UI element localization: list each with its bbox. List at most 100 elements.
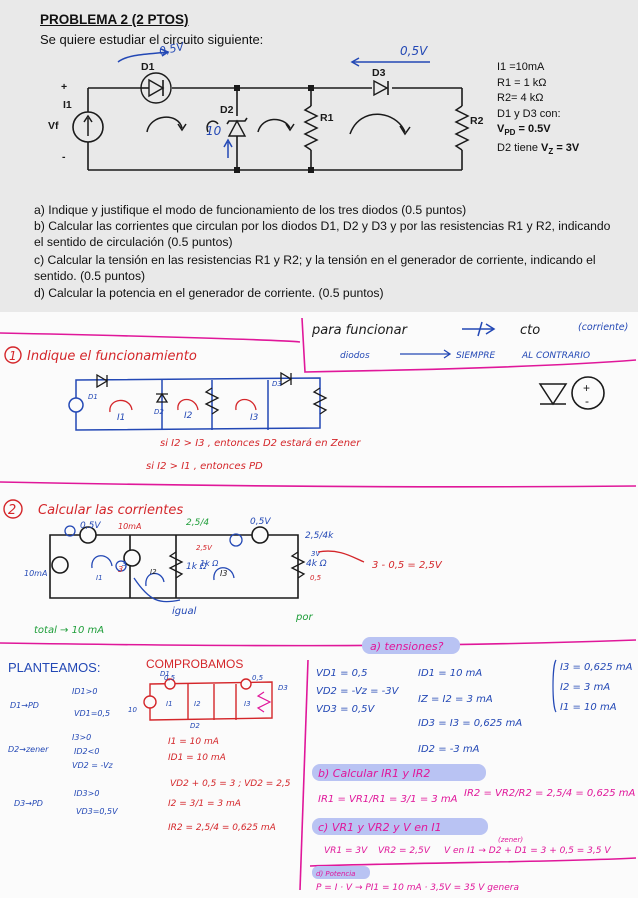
svg-text:I1: I1 bbox=[96, 574, 103, 582]
zener-d2-icon bbox=[226, 117, 248, 137]
diode-symbol-icon bbox=[538, 383, 568, 406]
hand-v05-d1: 0,5V bbox=[158, 40, 187, 58]
svg-text:I2: I2 bbox=[150, 568, 157, 576]
svg-text:VD1 = 0,5: VD1 = 0,5 bbox=[316, 668, 368, 679]
svg-text:1k Ω: 1k Ω bbox=[200, 559, 219, 568]
resistor-r1-icon bbox=[303, 105, 319, 151]
note-top-right: para funcionar cto (corriente) diodos SI… bbox=[311, 321, 628, 410]
svg-text:+: + bbox=[583, 381, 590, 395]
svg-text:diodos: diodos bbox=[340, 351, 370, 361]
svg-text:D2→zener: D2→zener bbox=[8, 745, 49, 754]
svg-text:P = I · V → PI1 = 10 mA · 3,5: P = I · V → PI1 = 10 mA · 3,5V = 35 V ge… bbox=[316, 883, 519, 893]
svg-text:I3: I3 bbox=[220, 569, 227, 578]
svg-text:-: - bbox=[585, 394, 589, 408]
question-b-cont: el sentido de circulación (0.5 puntos) bbox=[34, 235, 233, 249]
svg-text:D1→PD: D1→PD bbox=[10, 701, 39, 710]
circuit-diagram: 0,5V 0,5V 10 D1 D3 D2 R1 R2 I1 Vf + - bbox=[48, 40, 484, 173]
svg-text:SIEMPRE: SIEMPRE bbox=[456, 351, 495, 361]
label-vf: Vf bbox=[48, 120, 59, 132]
svg-text:2,5/4k: 2,5/4k bbox=[305, 531, 334, 541]
svg-text:total → 10 mA: total → 10 mA bbox=[34, 625, 104, 636]
svg-text:para funcionar: para funcionar bbox=[311, 323, 409, 338]
svg-text:D1: D1 bbox=[160, 670, 170, 678]
svg-text:VD3=0,5V: VD3=0,5V bbox=[76, 807, 118, 816]
question-d: d) Calcular la potencia en el generador … bbox=[34, 286, 384, 300]
svg-text:Calcular las corrientes: Calcular las corrientes bbox=[38, 503, 183, 518]
svg-text:I1 = 10 mA: I1 = 10 mA bbox=[560, 702, 617, 713]
separator-1 bbox=[0, 481, 637, 488]
question-b: b) Calcular las corrientes que circulan … bbox=[34, 219, 611, 233]
section2-circuit bbox=[49, 526, 299, 599]
svg-text:3: 3 bbox=[122, 560, 126, 568]
problem-title: PROBLEMA 2 (2 PTOS) bbox=[40, 12, 189, 27]
svg-text:I3 = 0,625 mA: I3 = 0,625 mA bbox=[560, 662, 633, 673]
svg-text:VD2 = -Vz: VD2 = -Vz bbox=[72, 761, 114, 770]
svg-text:I1: I1 bbox=[166, 700, 173, 708]
svg-text:(zener): (zener) bbox=[498, 836, 523, 844]
svg-text:PLANTEAMOS:: PLANTEAMOS: bbox=[8, 660, 100, 675]
separator-top bbox=[0, 332, 301, 343]
svg-text:V en I1 → D2 + D1 = 3 + 0,5 =: V en I1 → D2 + D1 = 3 + 0,5 = 3,5 V bbox=[444, 846, 611, 856]
box-top-right bbox=[301, 317, 637, 373]
question-c-cont: sentido. (0.5 puntos) bbox=[34, 269, 146, 283]
label-r1: R1 bbox=[320, 112, 334, 124]
param-r2: R2= 4 kΩ bbox=[497, 92, 544, 104]
section-tensiones: a) tensiones? VD1 = 0,5 VD2 = -Vz = -3V … bbox=[316, 637, 633, 755]
label-minus: - bbox=[62, 151, 66, 163]
comprobamos: COMPROBAMOS 0,5 0,5 10 I1 I2 I3 D1 D2 D3… bbox=[128, 657, 291, 833]
separator-vertical bbox=[299, 659, 309, 891]
svg-text:2,5/4: 2,5/4 bbox=[186, 518, 209, 528]
svg-text:0,5: 0,5 bbox=[310, 574, 322, 582]
question-a: a) Indique y justifique el modo de funci… bbox=[34, 203, 467, 217]
svg-text:D1: D1 bbox=[88, 393, 98, 401]
svg-text:3 - 0,5 = 2,5V: 3 - 0,5 = 2,5V bbox=[372, 560, 443, 571]
svg-text:d) Potencia: d) Potencia bbox=[316, 870, 355, 878]
svg-text:c) VR1 y VR2 y V en I1: c) VR1 y VR2 y V en I1 bbox=[318, 821, 442, 834]
svg-text:I1 = 10 mA: I1 = 10 mA bbox=[168, 737, 219, 747]
problem-statement: PROBLEMA 2 (2 PTOS) Se quiere estudiar e… bbox=[0, 0, 638, 312]
param-r1: R1 = 1 kΩ bbox=[497, 76, 547, 89]
svg-text:(corriente): (corriente) bbox=[578, 322, 628, 333]
svg-text:D2: D2 bbox=[190, 722, 200, 730]
svg-text:a) tensiones?: a) tensiones? bbox=[370, 640, 444, 653]
svg-text:0,5V: 0,5V bbox=[250, 517, 271, 527]
svg-text:10mA: 10mA bbox=[24, 569, 47, 578]
svg-text:4k Ω: 4k Ω bbox=[306, 559, 327, 569]
svg-text:2,5V: 2,5V bbox=[196, 544, 213, 552]
svg-text:VD2 + 0,5 = 3 ; VD2 = 2,5: VD2 + 0,5 = 3 ; VD2 = 2,5 bbox=[170, 779, 291, 789]
question-c: c) Calcular la tensión en las resistenci… bbox=[34, 253, 596, 267]
svg-text:igual: igual bbox=[172, 606, 197, 617]
svg-text:AL CONTRARIO: AL CONTRARIO bbox=[521, 351, 590, 361]
svg-text:D3: D3 bbox=[278, 684, 288, 692]
diode-d3-icon bbox=[373, 79, 389, 97]
svg-text:0,5: 0,5 bbox=[164, 674, 176, 682]
svg-text:IZ = I2 = 3 mA: IZ = I2 = 3 mA bbox=[418, 694, 493, 705]
svg-text:ID3>0: ID3>0 bbox=[74, 789, 99, 798]
svg-text:I1: I1 bbox=[117, 413, 125, 423]
svg-text:cto: cto bbox=[520, 323, 540, 338]
svg-text:D3: D3 bbox=[272, 380, 282, 388]
svg-text:VR1 = 3V: VR1 = 3V bbox=[324, 846, 368, 856]
svg-text:D2: D2 bbox=[154, 408, 164, 416]
circuit-parameters: I1 =10mA R1 = 1 kΩ R2= 4 kΩ D1 y D3 con:… bbox=[497, 60, 579, 159]
svg-text:I3: I3 bbox=[250, 413, 259, 423]
problem-intro: Se quiere estudiar el circuito siguiente… bbox=[40, 32, 264, 47]
svg-text:1: 1 bbox=[9, 349, 17, 363]
svg-text:D3→PD: D3→PD bbox=[14, 799, 43, 808]
svg-text:VD3 = 0,5V: VD3 = 0,5V bbox=[316, 704, 376, 715]
hand-v05-top: 0,5V bbox=[400, 44, 428, 58]
svg-text:VD1=0,5: VD1=0,5 bbox=[74, 709, 110, 718]
svg-text:IR1 = VR1/R1 = 3/1 = 3 mA: IR1 = VR1/R1 = 3/1 = 3 mA bbox=[318, 794, 458, 805]
svg-text:I2: I2 bbox=[184, 411, 193, 421]
svg-text:3: 3 bbox=[118, 565, 123, 574]
svg-text:ID1 = 10 mA: ID1 = 10 mA bbox=[418, 668, 482, 679]
svg-text:I2 = 3 mA: I2 = 3 mA bbox=[560, 682, 610, 693]
svg-text:por: por bbox=[295, 612, 313, 623]
label-plus: + bbox=[61, 81, 67, 93]
svg-text:ID2<0: ID2<0 bbox=[74, 747, 99, 756]
svg-text:10: 10 bbox=[128, 706, 137, 714]
label-d2: D2 bbox=[220, 104, 234, 116]
svg-text:ID3 = I3 = 0,625 mA: ID3 = I3 = 0,625 mA bbox=[418, 718, 522, 729]
planteamos: PLANTEAMOS: D1→PD ID1>0 VD1=0,5 D2→zener… bbox=[8, 660, 118, 816]
